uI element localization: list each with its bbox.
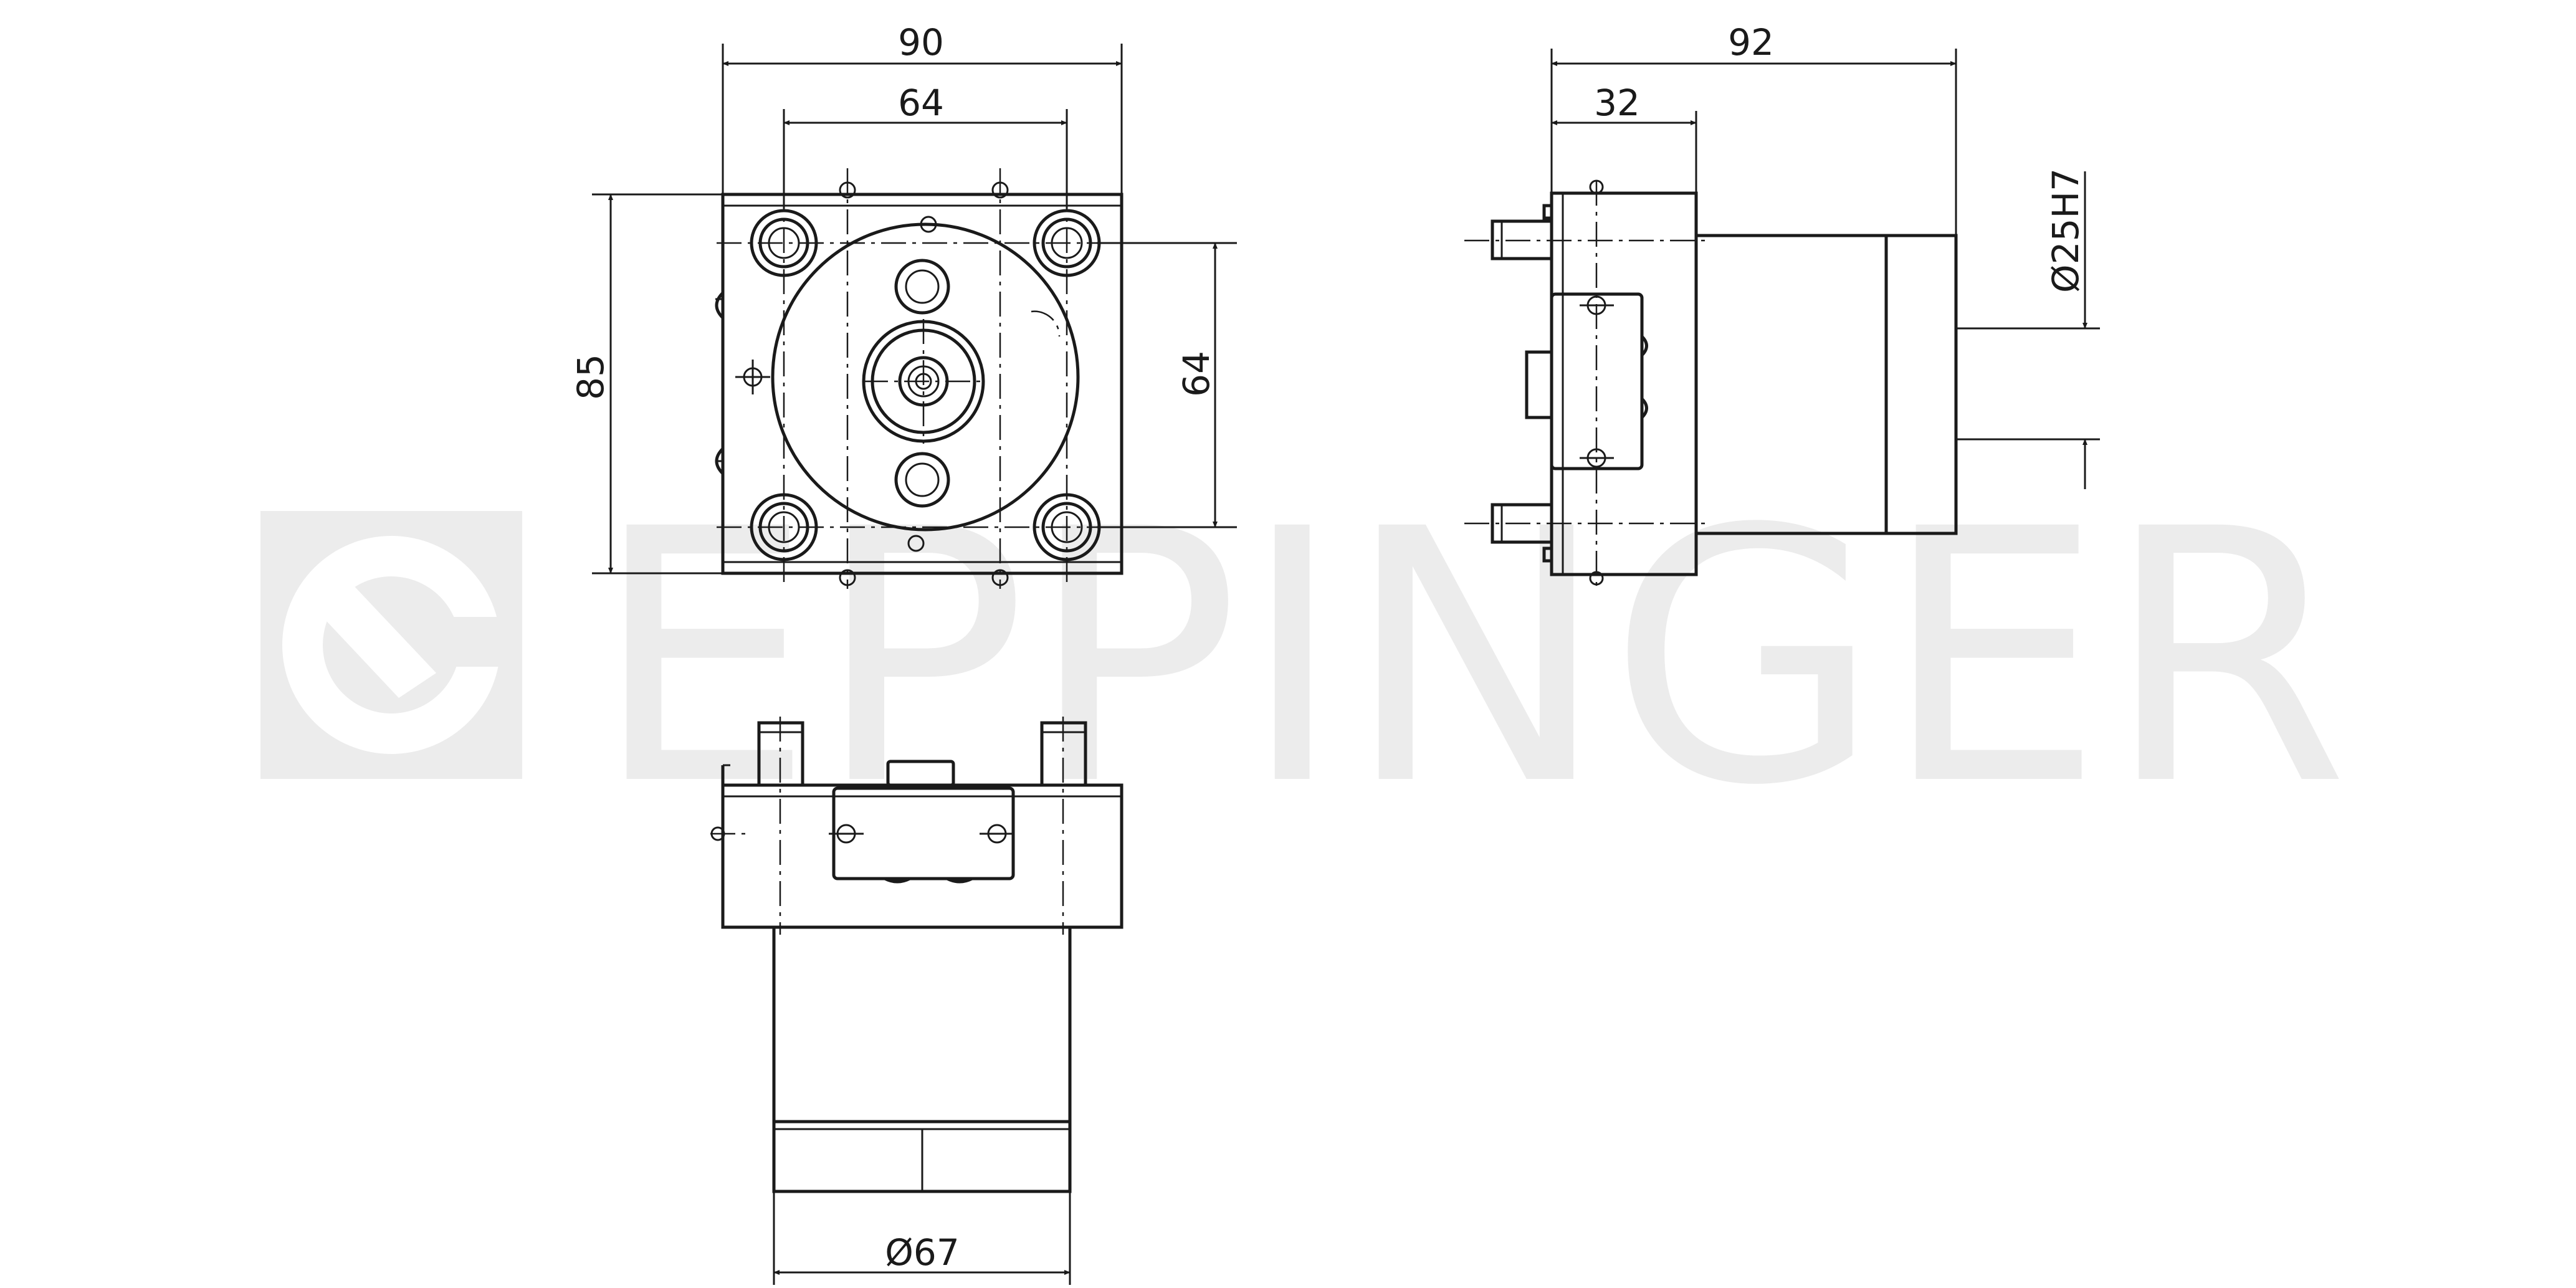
dim-bottom-diameter: Ø67 xyxy=(885,1231,959,1274)
side-view-dimensions: 92 32 Ø25H7 xyxy=(1550,21,2100,489)
front-view-dimensions: 90 64 85 64 xyxy=(570,21,1237,575)
side-view xyxy=(1464,179,1958,586)
watermark-text: EPPINGER xyxy=(592,456,2349,862)
dim-front-height: 85 xyxy=(570,354,612,400)
dim-front-bolt-v: 64 xyxy=(1175,351,1218,397)
front-view xyxy=(715,168,1131,589)
eppinger-watermark: EPPINGER xyxy=(260,456,2349,862)
dim-side-flange: 32 xyxy=(1594,82,1640,124)
dim-side-bore: Ø25H7 xyxy=(2044,168,2087,293)
dim-side-length: 92 xyxy=(1728,21,1774,64)
dim-front-bolt-h: 64 xyxy=(898,82,944,124)
bottom-view xyxy=(710,717,1123,1193)
bottom-view-dimensions: Ø67 xyxy=(773,1191,1071,1285)
dim-front-width: 90 xyxy=(898,21,944,64)
